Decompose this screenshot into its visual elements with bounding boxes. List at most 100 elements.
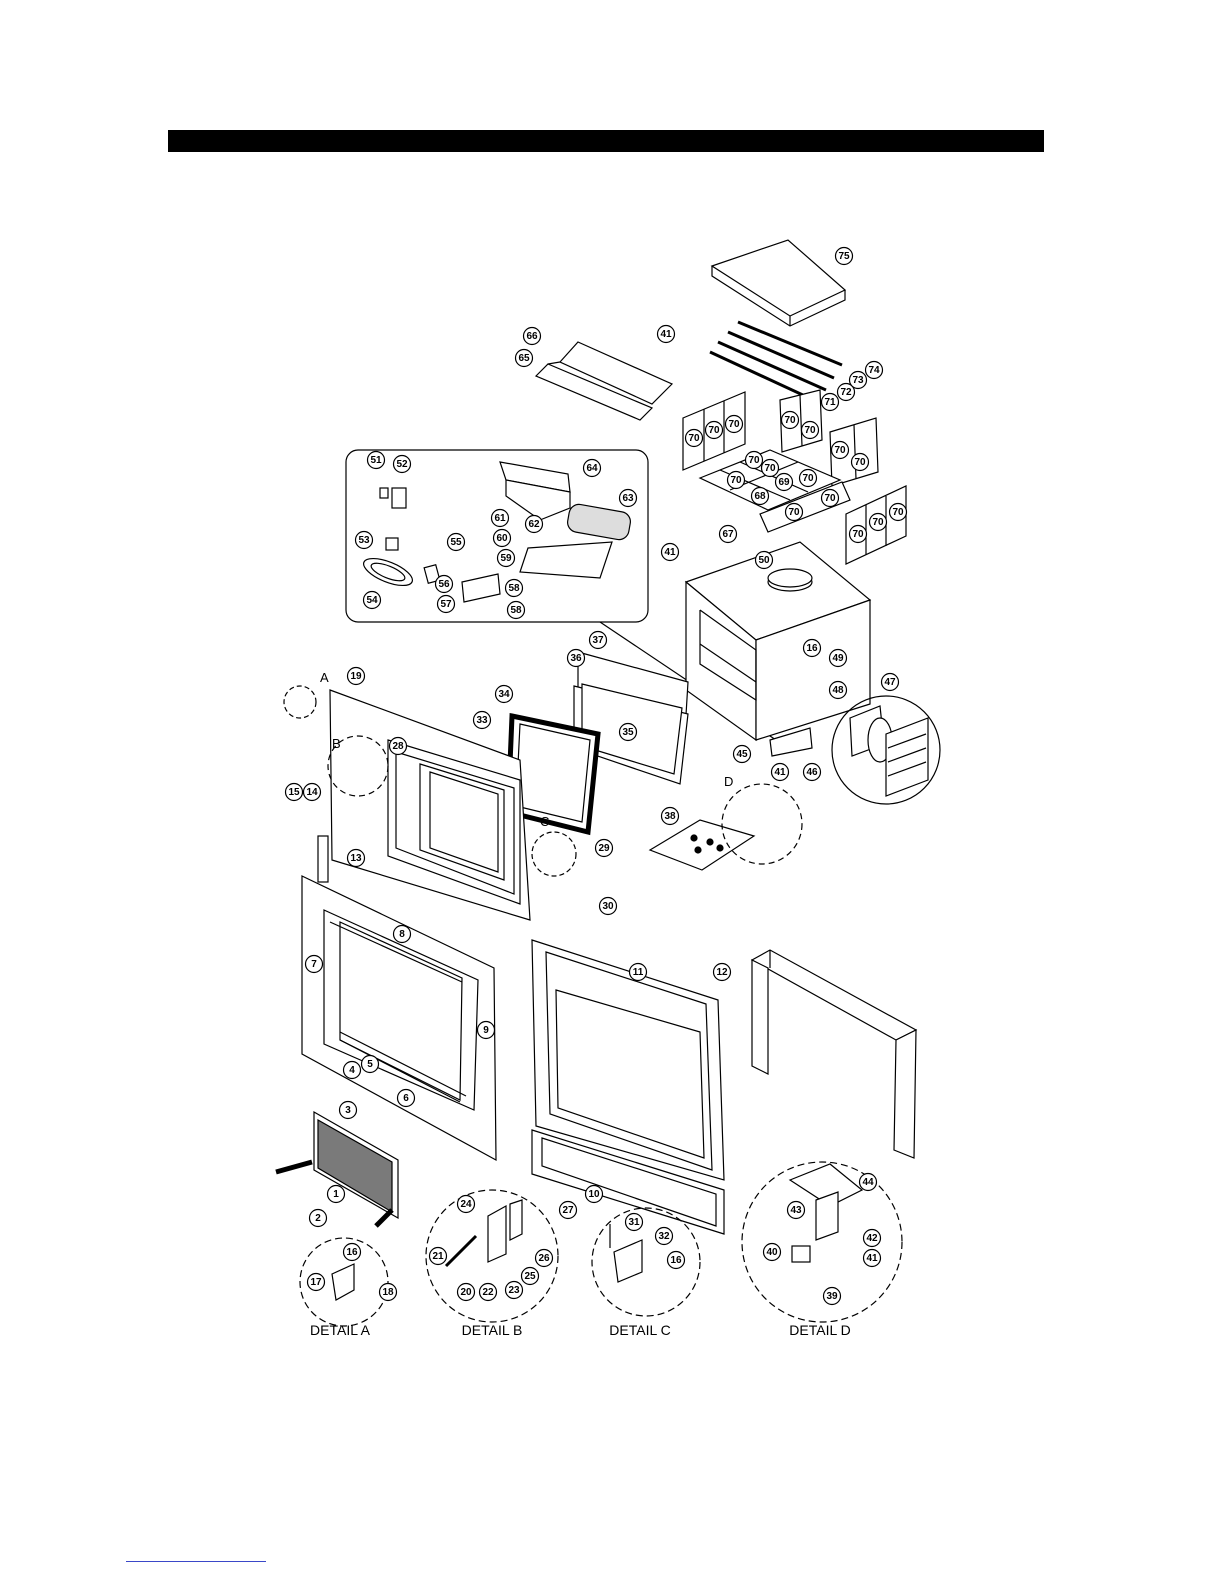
part-number-label: 16 [346, 1247, 358, 1258]
part-number-label: 15 [288, 787, 300, 798]
part-callout-60: 60 [492, 528, 512, 548]
part-callout-9: 9 [476, 1020, 496, 1040]
part-number-label: 51 [370, 455, 382, 466]
part-callout-2: 2 [308, 1208, 328, 1228]
part-callout-36: 36 [566, 648, 586, 668]
part-callout-70-15: 70 [868, 512, 888, 532]
part-callout-70-16: 70 [888, 502, 908, 522]
part-callout-75: 75 [834, 246, 854, 266]
part-number-label: 56 [438, 579, 450, 590]
detail-c-latch-part [609, 1224, 643, 1283]
part-callout-64: 64 [582, 458, 602, 478]
part-number-label: 75 [838, 251, 850, 262]
part-number-label: 46 [806, 767, 818, 778]
part-callout-20: 20 [456, 1282, 476, 1302]
part-number-label: 41 [660, 329, 672, 340]
part-number-label: 70 [824, 493, 836, 504]
part-callout-70-4: 70 [780, 410, 800, 430]
part-callout-51: 51 [366, 450, 386, 470]
part-number-label: 71 [824, 397, 836, 408]
detail-b-hinge-part [444, 1199, 523, 1268]
part-number-label: 60 [496, 533, 508, 544]
part-callout-70-9: 70 [760, 458, 780, 478]
part-callout-61: 61 [490, 508, 510, 528]
part-number-label: 63 [622, 493, 634, 504]
part-number-label: 3 [345, 1105, 351, 1116]
part-callout-74: 74 [864, 360, 884, 380]
detail-marker-c: C [540, 814, 549, 829]
part-callout-72: 72 [836, 382, 856, 402]
part-number-label: 45 [736, 749, 748, 760]
part-callout-30: 30 [598, 896, 618, 916]
part-callout-66: 66 [522, 326, 542, 346]
part-callout-19: 19 [346, 666, 366, 686]
part-number-label: 70 [854, 457, 866, 468]
part-number-label: 50 [758, 555, 770, 566]
detail-d-circle [741, 1161, 903, 1323]
part-callout-59: 59 [496, 548, 516, 568]
part-number-label: 24 [460, 1199, 472, 1210]
part-number-label: 22 [482, 1287, 494, 1298]
part-number-label: 11 [633, 967, 644, 978]
part-callout-24: 24 [456, 1194, 476, 1214]
part-callout-69: 69 [774, 472, 794, 492]
part-number-label: 18 [382, 1287, 394, 1298]
part-callout-71: 71 [820, 392, 840, 412]
part-number-label: 65 [518, 353, 530, 364]
part-number-label: 66 [526, 331, 538, 342]
part-number-label: 67 [722, 529, 734, 540]
part-number-label: 25 [524, 1271, 536, 1282]
detail-marker-d: D [724, 774, 733, 789]
detail-b-circle [425, 1189, 559, 1323]
part-callout-70: 70 [684, 428, 704, 448]
part-callout-29: 29 [594, 838, 614, 858]
part-number-label: 41 [664, 547, 676, 558]
part-number-label: 68 [754, 491, 766, 502]
part-number-label: 69 [778, 477, 790, 488]
footer-link-underline [126, 1561, 266, 1562]
part-number-label: 28 [392, 741, 404, 752]
handle-part [317, 835, 329, 883]
part-callout-28: 28 [388, 736, 408, 756]
part-number-label: 33 [476, 715, 488, 726]
part-callout-22: 22 [478, 1282, 498, 1302]
part-number-label: 41 [866, 1253, 878, 1264]
part-number-label: 59 [500, 553, 512, 564]
deflector-shields-part [534, 341, 674, 421]
part-number-label: 7 [311, 959, 317, 970]
part-callout-68: 68 [750, 486, 770, 506]
part-number-label: 70 [802, 473, 814, 484]
part-number-label: 70 [872, 517, 884, 528]
detail-b-circle-small [327, 735, 389, 797]
lower-trim-part [531, 1129, 725, 1235]
part-callout-41-4: 41 [862, 1248, 882, 1268]
detail-marker-a: A [320, 670, 329, 685]
part-callout-54: 54 [362, 590, 382, 610]
part-callout-5: 5 [360, 1054, 380, 1074]
part-number-label: 62 [528, 519, 540, 530]
part-callout-15: 15 [284, 782, 304, 802]
part-callout-4: 4 [342, 1060, 362, 1080]
part-callout-21: 21 [428, 1246, 448, 1266]
part-callout-40: 40 [762, 1242, 782, 1262]
part-number-label: 36 [570, 653, 582, 664]
stove-body-part [684, 541, 872, 757]
part-callout-10: 10 [584, 1184, 604, 1204]
part-number-label: 70 [804, 425, 816, 436]
part-number-label: 16 [670, 1255, 682, 1266]
part-callout-70-13: 70 [784, 502, 804, 522]
part-number-label: 70 [730, 475, 742, 486]
part-callout-70-12: 70 [820, 488, 840, 508]
part-callout-16: 16 [802, 638, 822, 658]
part-callout-52: 52 [392, 454, 412, 474]
surround-panel-part [531, 939, 725, 1181]
part-number-label: 29 [598, 843, 610, 854]
part-number-label: 70 [834, 445, 846, 456]
part-number-label: 70 [788, 507, 800, 518]
part-callout-11: 11 [628, 962, 648, 982]
part-number-label: 10 [588, 1189, 600, 1200]
blower-detail-box [345, 449, 649, 623]
part-callout-41-3: 41 [770, 762, 790, 782]
detail-a-caption: DETAIL A [310, 1322, 371, 1338]
part-callout-44: 44 [858, 1172, 878, 1192]
